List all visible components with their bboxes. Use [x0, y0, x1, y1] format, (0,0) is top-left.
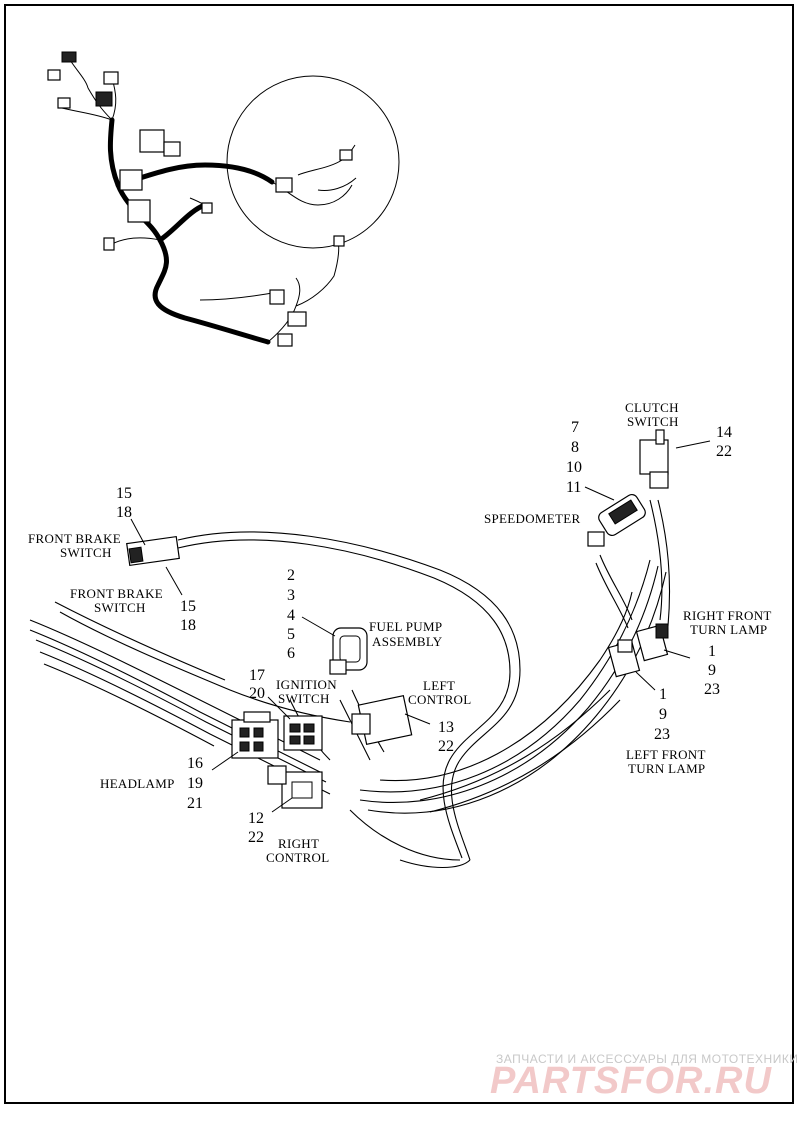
thumb-connector-e [57, 97, 71, 109]
front-brake-switch-lower-label-2: SWITCH [94, 600, 146, 615]
headlamp-connector-part [231, 711, 279, 759]
right-control-label-2: CONTROL [266, 850, 330, 865]
speedometer-callout-3: 10 [566, 459, 582, 476]
left-front-turn-lamp-callout-2: 9 [659, 706, 667, 723]
speedometer-callout-1: 7 [571, 419, 579, 436]
front-brake-switch-lower-label-1: FRONT BRAKE [70, 586, 163, 601]
fuel-pump-label-2: ASSEMBLY [372, 634, 443, 649]
front-brake-switch-upper-callout-1: 15 [116, 485, 132, 502]
left-front-turn-lamp-callout-3: 23 [654, 726, 670, 743]
left-control-callout-2: 22 [438, 738, 454, 755]
fuel-pump-label-1: FUEL PUMP [369, 619, 442, 634]
fuel-pump-callout-4: 5 [287, 626, 295, 643]
ignition-switch-label-1: IGNITION [276, 677, 337, 692]
clutch-switch-callout-2: 22 [716, 443, 732, 460]
right-front-turn-lamp-label-1: RIGHT FRONT [683, 608, 772, 623]
watermark-tagline: ЗАПЧАСТИ И АКСЕССУАРЫ ДЛЯ МОТОТЕХНИКИ [496, 1052, 798, 1066]
front-brake-switch-upper-label-1: FRONT BRAKE [28, 531, 121, 546]
clutch-switch-part [639, 429, 669, 489]
thumb-connector-g [163, 141, 181, 157]
headlamp-callout-3: 21 [187, 795, 203, 812]
leader-lines [130, 440, 711, 813]
speedometer-callout-4: 11 [566, 479, 581, 496]
left-control-callout-1: 13 [438, 719, 454, 736]
thumb-connector-q [333, 235, 345, 247]
right-front-turn-lamp-callout-3: 23 [704, 681, 720, 698]
left-control-label-1: LEFT [423, 678, 455, 693]
fuel-pump-callout-5: 6 [287, 645, 295, 662]
right-front-turn-lamp-label-2: TURN LAMP [690, 622, 767, 637]
thumb-connector-n [269, 289, 285, 305]
right-control-label-1: RIGHT [278, 836, 319, 851]
left-front-turn-lamp-part [607, 639, 641, 678]
speedometer-label: SPEEDOMETER [484, 511, 580, 526]
right-front-turn-lamp-callout-1: 1 [708, 643, 716, 660]
front-brake-switch-upper-callout-2: 18 [116, 504, 132, 521]
left-control-label-2: CONTROL [408, 692, 472, 707]
harness-detail [29, 499, 671, 868]
right-front-turn-lamp-part [635, 623, 669, 662]
diagram-border [4, 4, 794, 1104]
ignition-switch-label-2: SWITCH [278, 691, 330, 706]
left-control-part [351, 694, 413, 746]
right-front-turn-lamp-callout-2: 9 [708, 662, 716, 679]
thumb-connector-l [275, 177, 293, 193]
headlamp-callout-1: 16 [187, 755, 203, 772]
ignition-switch-part [283, 715, 323, 751]
watermark: ЗАПЧАСТИ И АКСЕССУАРЫ ДЛЯ МОТОТЕХНИКИ PA… [490, 1052, 798, 1102]
right-control-callout-1: 12 [248, 810, 264, 827]
labels: 15 18 FRONT BRAKE SWITCH FRONT BRAKE SWI… [28, 400, 772, 865]
harness-overview-thumbnail [47, 51, 400, 347]
fuel-pump-callout-3: 4 [287, 607, 295, 624]
front-brake-switch-upper-label-2: SWITCH [60, 545, 112, 560]
front-brake-switch-lower-callout-1: 15 [180, 598, 196, 615]
thumb-connector-c [103, 71, 119, 85]
fuel-pump-connector-part [329, 627, 368, 675]
ignition-switch-callout-1: 17 [249, 667, 265, 684]
detail-magnifier-circle [226, 75, 400, 249]
thumb-connector-k [201, 202, 213, 214]
thumb-connector-b [47, 69, 61, 81]
thumb-connector-o [287, 311, 307, 327]
thumb-connector-a [61, 51, 77, 63]
clutch-switch-label-2: SWITCH [627, 414, 679, 429]
front-brake-switch-lower-callout-2: 18 [180, 617, 196, 634]
headlamp-callout-2: 19 [187, 775, 203, 792]
fuel-pump-callout-1: 2 [287, 567, 295, 584]
clutch-switch-label-1: CLUTCH [625, 400, 679, 415]
thumb-connector-f [139, 129, 165, 153]
thumb-connector-h [119, 169, 143, 191]
thumb-connector-m [339, 149, 353, 161]
right-control-part [267, 765, 323, 809]
headlamp-label: HEADLAMP [100, 776, 175, 791]
thumb-connector-j [103, 237, 115, 251]
ignition-switch-callout-2: 20 [249, 685, 265, 702]
thumb-connector-d [95, 91, 113, 107]
thumb-connector-p [277, 333, 293, 347]
speedometer-callout-2: 8 [571, 439, 579, 456]
left-front-turn-lamp-label-2: TURN LAMP [628, 761, 705, 776]
right-control-callout-2: 22 [248, 829, 264, 846]
clutch-switch-callout-1: 14 [716, 424, 732, 441]
speedometer-connector-part [587, 493, 646, 547]
left-front-turn-lamp-callout-1: 1 [659, 686, 667, 703]
watermark-logo-text: PARTSFOR.RU [490, 1060, 772, 1102]
thumb-connector-i [127, 199, 151, 223]
front-brake-switch-part [126, 535, 180, 567]
fuel-pump-callout-2: 3 [287, 587, 295, 604]
left-front-turn-lamp-label-1: LEFT FRONT [626, 747, 706, 762]
